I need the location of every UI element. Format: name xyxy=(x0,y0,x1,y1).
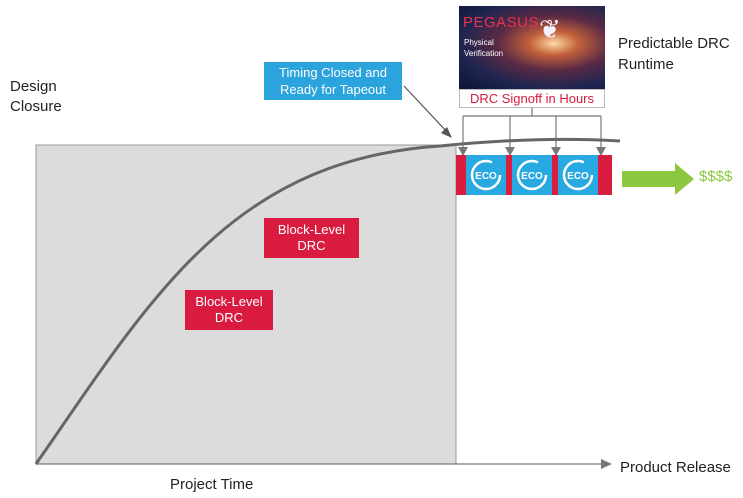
design-closure-curve xyxy=(34,137,621,465)
callout-pointer xyxy=(403,85,449,134)
product-release-label: Product Release xyxy=(620,459,731,476)
pegasus-brand: PEGASUS xyxy=(463,14,540,31)
pegasus-logo: ❦ PEGASUS Physical Verification xyxy=(459,6,605,89)
callout-pointer-head xyxy=(441,127,452,138)
predictable-runtime-label: Predictable DRC Runtime xyxy=(618,35,730,73)
signoff-bracket xyxy=(462,108,602,150)
timing-closed-callout: Timing Closed and Ready for Tapeout xyxy=(264,62,402,100)
drc-signoff-label: DRC Signoff in Hours xyxy=(459,89,605,108)
green-arrow-icon xyxy=(622,163,694,195)
eco-icon: ECO xyxy=(470,159,502,191)
bracket-arrowheads xyxy=(458,147,606,156)
eco-label: ECO xyxy=(521,171,543,182)
pegasus-subtitle: Physical Verification xyxy=(464,38,504,58)
x-axis-label: Project Time xyxy=(170,476,254,493)
block-level-drc-label-1: Block-Level DRC xyxy=(264,218,359,258)
eco-label: ECO xyxy=(567,171,589,182)
dollars-label: $$$$ xyxy=(699,168,733,185)
block-level-drc-label-2: Block-Level DRC xyxy=(185,290,273,330)
eco-icon: ECO xyxy=(516,159,548,191)
pegasus-wings-icon: ❦ xyxy=(539,14,561,44)
eco-icons: ECO ECO ECO xyxy=(470,159,594,191)
eco-label: ECO xyxy=(475,171,497,182)
x-axis-arrowhead xyxy=(601,459,612,469)
y-axis-label: Design Closure xyxy=(10,78,62,115)
eco-icon: ECO xyxy=(562,159,594,191)
